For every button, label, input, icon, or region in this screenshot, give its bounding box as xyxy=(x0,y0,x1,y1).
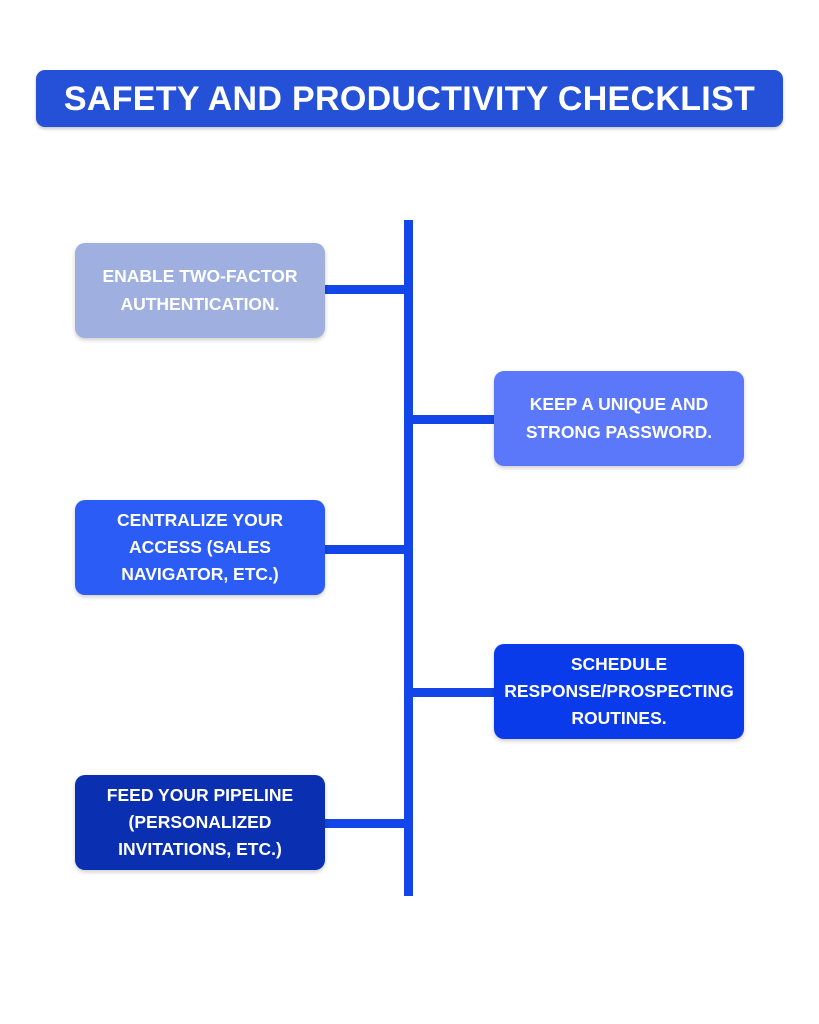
checklist-step-5-label: FEED YOUR PIPELINE (PERSONALIZED INVITAT… xyxy=(106,784,294,860)
timeline-spine xyxy=(404,220,413,896)
checklist-step-2: KEEP A UNIQUE AND STRONG PASSWORD. xyxy=(494,371,744,466)
checklist-step-1: ENABLE TWO-FACTOR AUTHENTICATION. xyxy=(75,243,325,338)
page-title: SAFETY AND PRODUCTIVITY CHECKLIST xyxy=(63,79,756,118)
connector-line-5 xyxy=(322,819,408,828)
checklist-step-5: FEED YOUR PIPELINE (PERSONALIZED INVITAT… xyxy=(75,775,325,870)
checklist-step-3-label: CENTRALIZE YOUR ACCESS (SALES NAVIGATOR,… xyxy=(117,509,283,585)
connector-line-4 xyxy=(409,688,499,697)
connector-line-3 xyxy=(322,545,408,554)
checklist-step-4: SCHEDULE RESPONSE/PROSPECTING ROUTINES. xyxy=(494,644,744,739)
title-banner: SAFETY AND PRODUCTIVITY CHECKLIST xyxy=(36,70,783,127)
checklist-step-4-label: SCHEDULE RESPONSE/PROSPECTING ROUTINES. xyxy=(504,653,734,729)
connector-line-1 xyxy=(322,285,408,294)
checklist-step-2-label: KEEP A UNIQUE AND STRONG PASSWORD. xyxy=(525,394,713,442)
checklist-step-3: CENTRALIZE YOUR ACCESS (SALES NAVIGATOR,… xyxy=(75,500,325,595)
checklist-step-1-label: ENABLE TWO-FACTOR AUTHENTICATION. xyxy=(102,266,298,314)
connector-line-2 xyxy=(409,415,499,424)
